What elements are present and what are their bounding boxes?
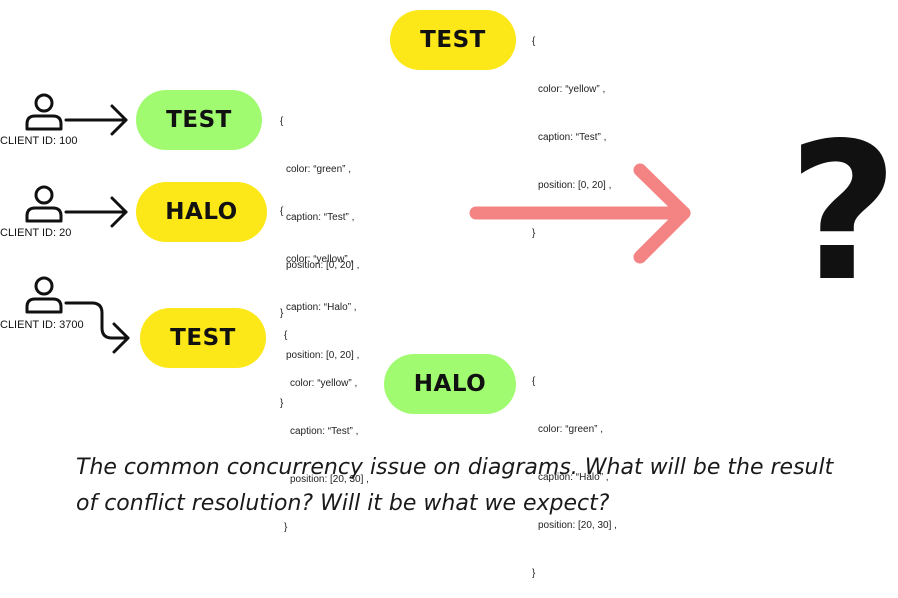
code-line: }: [532, 568, 536, 579]
node-pill-test-client-100: TEST: [136, 90, 262, 150]
code-line: color: “green” ,: [538, 424, 604, 435]
code-block-client-3700: { color: “yellow” , caption: “Test” , po…: [284, 296, 369, 552]
code-line: caption: “Halo” ,: [538, 472, 609, 483]
code-line: position: [0, 20] ,: [286, 260, 360, 271]
code-line: caption: “Test” ,: [538, 132, 607, 143]
caption-line: of conflict resolution? Will it be what …: [76, 491, 610, 516]
code-line: {: [532, 36, 536, 47]
code-line: position: [20, 30] ,: [538, 520, 617, 531]
code-line: caption: “Halo” ,: [286, 302, 357, 313]
code-line: color: “green” ,: [286, 164, 352, 175]
code-line: caption: “Test” ,: [290, 426, 359, 437]
arrow-bent-icon: [64, 301, 130, 354]
code-line: color: “yellow” ,: [538, 84, 606, 95]
client-label-20: CLIENT ID: 20: [0, 227, 72, 239]
question-mark-icon: ?: [788, 102, 898, 323]
code-line: }: [532, 228, 536, 239]
code-line: {: [280, 206, 284, 217]
code-line: }: [280, 308, 284, 319]
node-pill-test-client-3700: TEST: [140, 308, 266, 368]
code-line: color: “yellow” ,: [286, 254, 354, 265]
code-block-result-halo: { color: “green” , caption: “Halo” , pos…: [532, 342, 617, 598]
code-line: position: [0, 20] ,: [286, 350, 360, 361]
arrow-right-icon: [64, 196, 128, 228]
client-label-3700: CLIENT ID: 3700: [0, 319, 84, 331]
code-block-client-100: { color: “green” , caption: “Test” , pos…: [280, 82, 359, 338]
code-block-result-test: { color: “yellow” , caption: “Test” , po…: [532, 2, 611, 258]
caption-line: The common concurrency issue on diagrams…: [76, 455, 834, 480]
code-line: {: [284, 330, 288, 341]
code-line: {: [532, 376, 536, 387]
code-line: }: [284, 522, 288, 533]
client-label-100: CLIENT ID: 100: [0, 135, 78, 147]
code-line: position: [20, 30] ,: [290, 474, 369, 485]
node-pill-result-halo: HALO: [384, 354, 516, 414]
code-line: caption: “Test” ,: [286, 212, 355, 223]
node-pill-halo-client-20: HALO: [136, 182, 267, 242]
user-icon: [25, 276, 63, 314]
arrow-right-icon: [64, 104, 128, 136]
code-line: color: “yellow” ,: [290, 378, 358, 389]
diagram-caption: The common concurrency issue on diagrams…: [76, 450, 876, 522]
code-block-client-20: { color: “yellow” , caption: “Halo” , po…: [280, 172, 359, 428]
user-icon: [25, 185, 63, 223]
code-line: }: [280, 398, 284, 409]
code-line: position: [0, 20] ,: [538, 180, 612, 191]
big-arrow-right-icon: [469, 163, 691, 264]
node-pill-result-test: TEST: [390, 10, 516, 70]
code-line: {: [280, 116, 284, 127]
user-icon: [25, 93, 63, 131]
